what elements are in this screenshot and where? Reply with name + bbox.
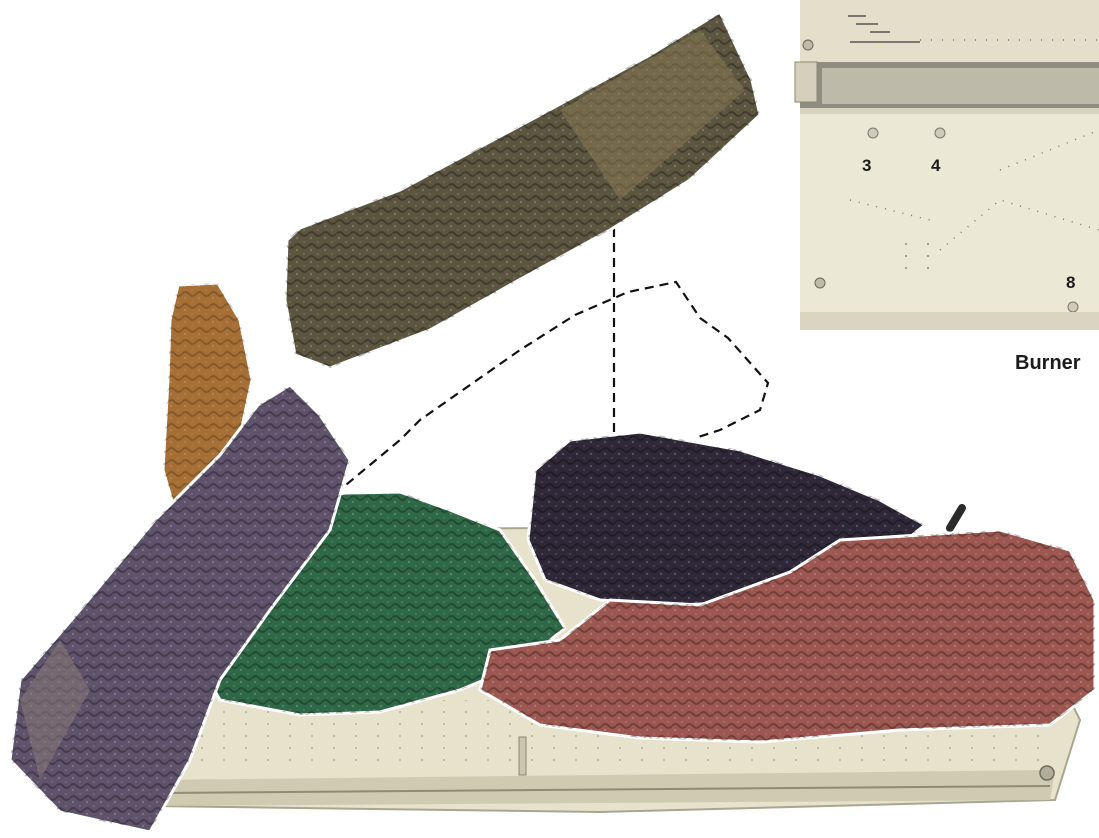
pin-label-4: 4 bbox=[931, 156, 940, 176]
burner-inset-photo bbox=[795, 0, 1099, 330]
pin-label-8: 8 bbox=[1066, 273, 1075, 293]
log-top-upper bbox=[285, 12, 760, 368]
pin-label-3: 3 bbox=[862, 156, 871, 176]
burner-caption: Burner bbox=[1015, 352, 1081, 375]
